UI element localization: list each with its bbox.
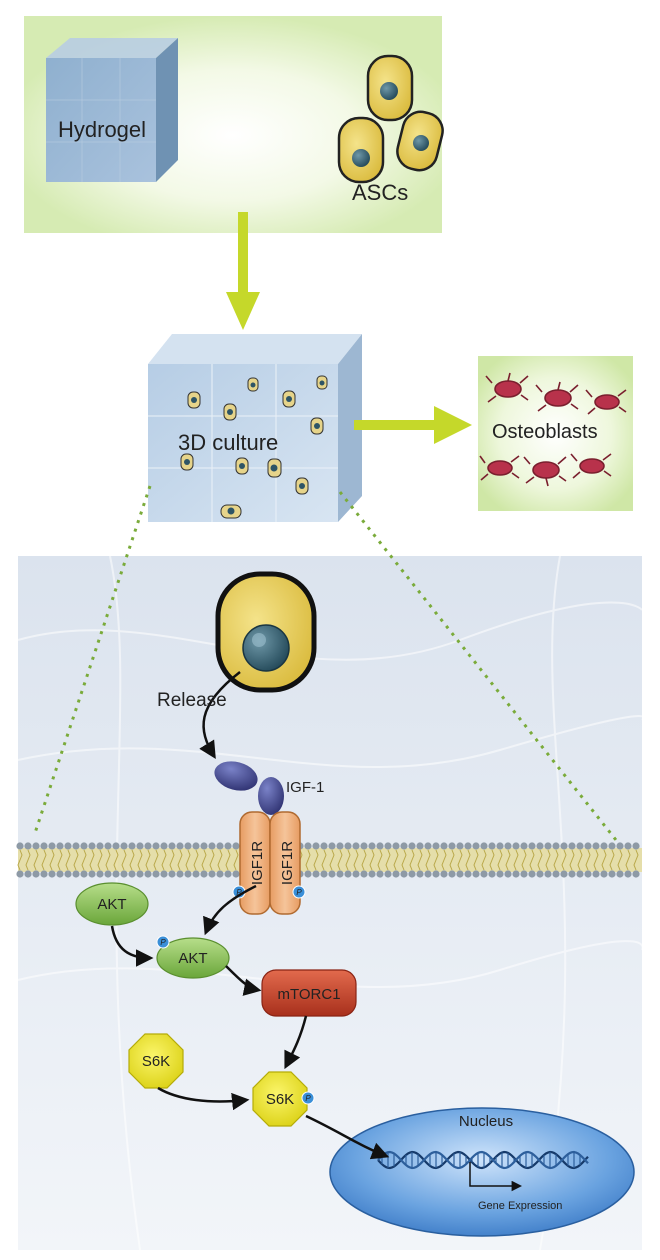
s6k-to-nucleus-arrow [305,1114,390,1160]
osteoblast-cell [585,389,627,415]
release-arrow [199,671,241,759]
embedded-cell [316,375,328,390]
nucleus [329,1107,635,1237]
svg-text:P: P [305,1094,311,1103]
igf1-ligand [258,777,284,815]
osteoblast-cell [570,453,612,479]
receptor-to-akt-arrow [203,884,257,936]
asc-cell [396,110,444,172]
akt-active-node [156,937,230,979]
igf1r-label: IGF1R [279,841,296,885]
right-arrow [354,406,472,444]
embedded-cell [247,377,259,392]
asc-cell [366,54,414,122]
gene-expression-label: Gene Expression [478,1200,562,1212]
svg-text:P: P [296,888,302,897]
s6k-label: S6K [142,1053,170,1070]
culture-label: 3D culture [178,430,278,455]
igf1-label: IGF-1 [286,779,324,796]
mtorc1-to-s6k-arrow [284,1015,308,1070]
embedded-cell [187,391,201,409]
phospho-badge: P [292,885,306,899]
akt-to-mtorc1-arrow [225,965,262,996]
osteoblast-cell [485,372,529,403]
s6k-activation-arrow [157,1086,250,1111]
igf1r-receptor: IGF1R [239,811,271,915]
akt-activation-arrow [110,925,154,967]
s6k-node [128,1033,184,1089]
s6k-active-node [252,1071,308,1127]
zoom-line-right [338,491,618,841]
osteoblast-cell [535,381,579,412]
embedded-cell [180,453,194,471]
cell-membrane [16,842,642,878]
osteoblasts-panel: Osteoblasts [478,356,633,511]
phospho-badge: P [156,935,170,949]
embedded-cell [282,390,296,408]
osteoblast-cell [479,455,520,481]
background-texture [17,555,645,1251]
gene-expression-arrow [469,1162,523,1192]
culture-cube [148,334,362,522]
top-panel: Hydrogel ASCs [24,16,444,233]
akt-active-label: AKT [178,950,207,967]
igf1r-label: IGF1R [249,841,266,885]
hydrogel-label: Hydrogel [58,117,146,142]
osteoblast-cell [523,456,567,487]
igf1r-receptor: IGF1R [269,811,301,915]
dna-helix [377,1150,589,1170]
embedded-cell [220,504,242,519]
osteoblasts-label: Osteoblasts [492,421,598,443]
embedded-cell [223,403,237,421]
embedded-cell [295,477,309,495]
mtorc1-label: mTORC1 [277,986,340,1003]
ascs-label: ASCs [352,180,408,205]
akt-node [75,882,149,926]
embedded-cell [310,417,324,435]
embedded-cell [235,457,249,475]
down-arrow [226,212,260,330]
asc-cell [337,116,385,184]
releasing-cell [215,571,317,693]
s6k-active-label: S6K [266,1091,294,1108]
phospho-badge: P [301,1091,315,1105]
embedded-cell [267,458,282,478]
zoom-line-left [32,485,152,837]
hydrogel-cube [46,38,178,182]
release-label: Release [157,690,227,711]
svg-text:P: P [160,938,166,947]
mtorc1-node [261,969,357,1017]
akt-label: AKT [97,896,126,913]
svg-text:P: P [236,888,242,897]
igf1-ligand [214,761,258,791]
nucleus-label: Nucleus [459,1113,513,1130]
